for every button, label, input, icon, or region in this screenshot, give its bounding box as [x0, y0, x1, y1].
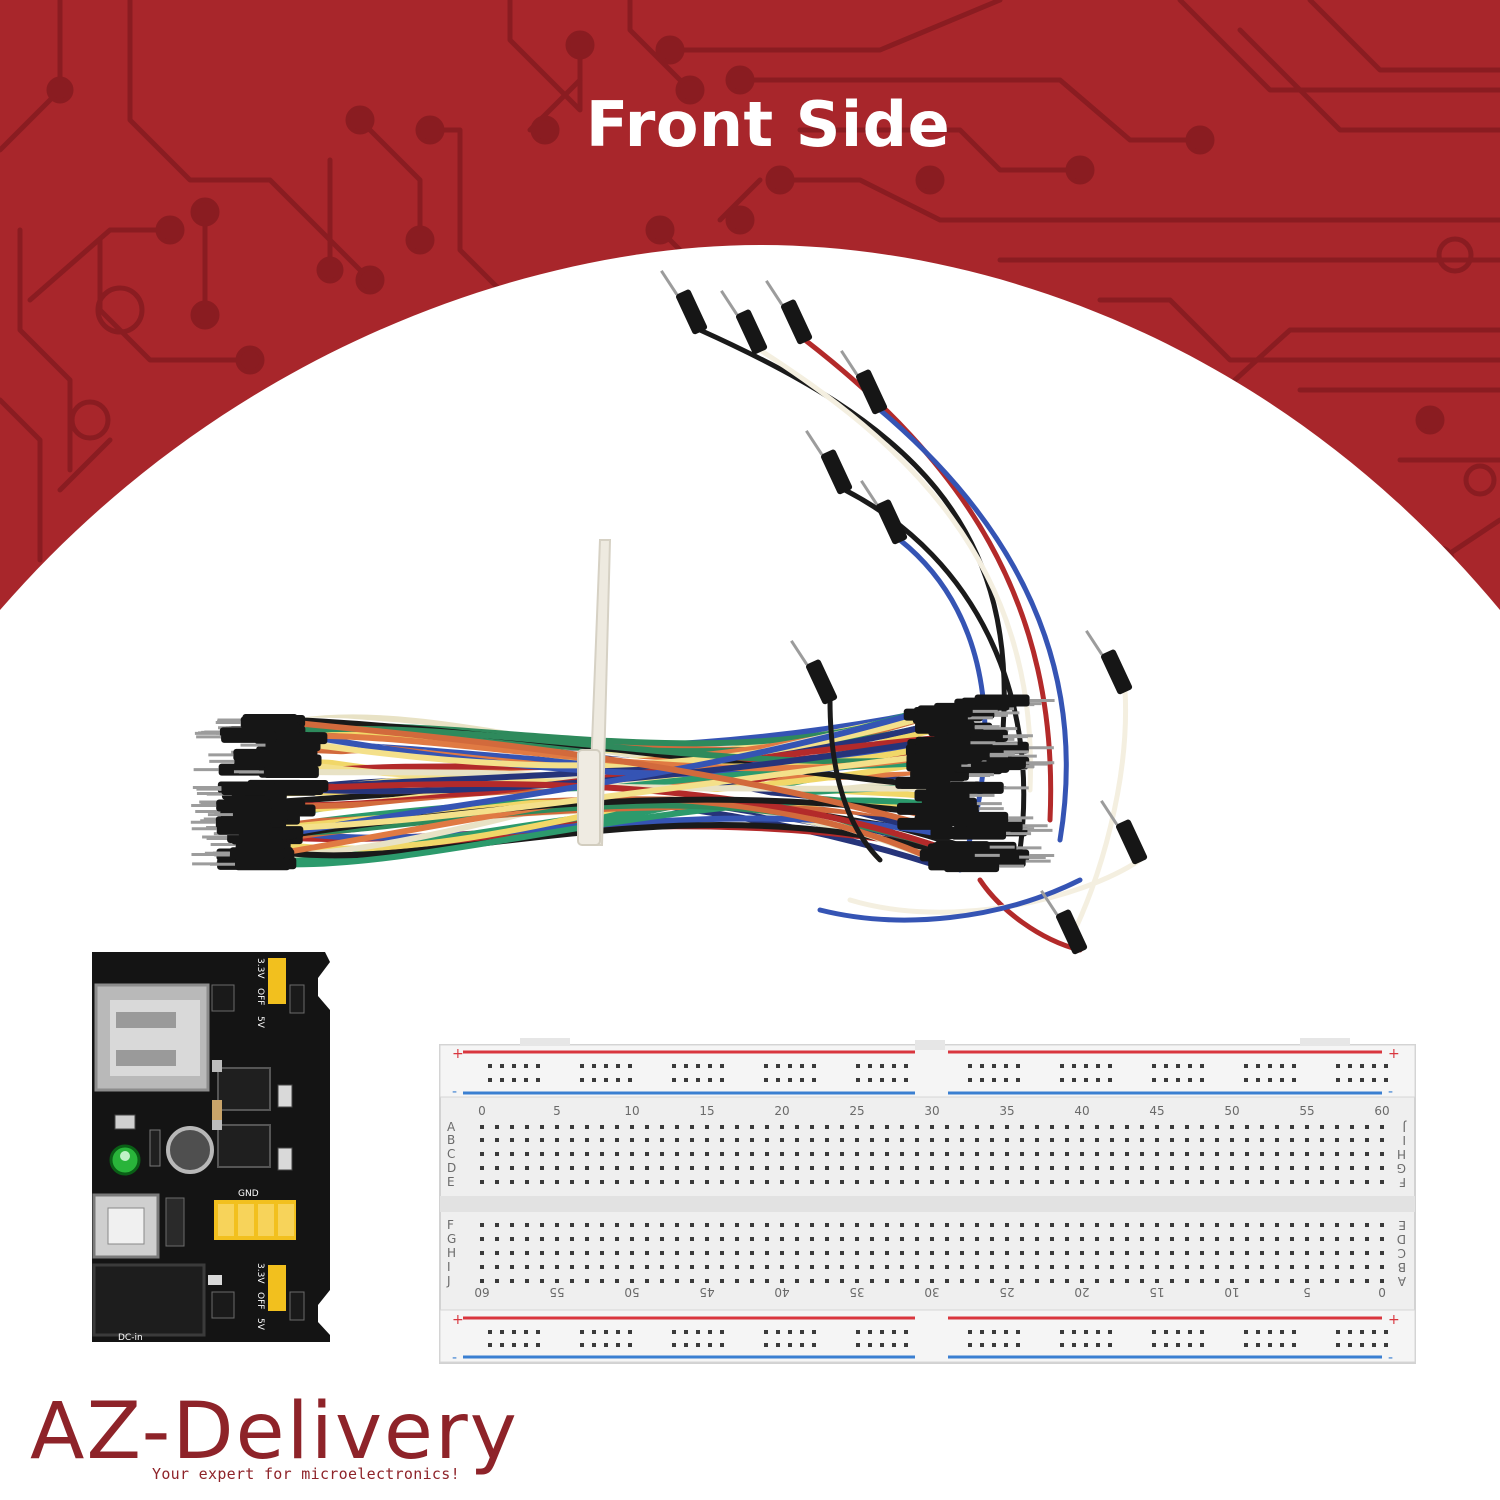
- row-letter: G: [447, 1232, 456, 1246]
- row-letter: I: [1402, 1133, 1406, 1147]
- rail-sign: +: [1388, 1312, 1400, 1328]
- row-letter: D: [447, 1161, 456, 1175]
- rail-sign: -: [452, 1350, 457, 1366]
- row-letter: J: [446, 1274, 451, 1288]
- column-number-bottom: 45: [699, 1285, 714, 1299]
- column-number-top: 15: [699, 1104, 714, 1118]
- svg-text:5V: 5V: [255, 1318, 265, 1331]
- column-number-bottom: 40: [774, 1285, 789, 1299]
- row-letter: C: [1398, 1246, 1406, 1260]
- column-number-bottom: 35: [849, 1285, 864, 1299]
- column-number-top: 0: [478, 1104, 486, 1118]
- cable-tie: [577, 539, 612, 846]
- column-number-bottom: 10: [1224, 1285, 1239, 1299]
- row-letter: I: [447, 1260, 451, 1274]
- row-letter: B: [1398, 1260, 1406, 1274]
- svg-text:DC-in: DC-in: [118, 1333, 143, 1343]
- column-number-top: 55: [1299, 1104, 1314, 1118]
- row-letter: B: [447, 1133, 455, 1147]
- column-number-top: 30: [924, 1104, 939, 1118]
- brand-logo: AZ-Delivery Your expert for microelectro…: [30, 1387, 517, 1485]
- column-number-bottom: 25: [999, 1285, 1014, 1299]
- column-number-bottom: 0: [1378, 1285, 1386, 1299]
- brand-name: AZ-Delivery: [30, 1387, 519, 1477]
- column-number-top: 5: [553, 1104, 561, 1118]
- column-number-top: 45: [1149, 1104, 1164, 1118]
- column-number-top: 60: [1374, 1104, 1389, 1118]
- column-number-top: 35: [999, 1104, 1014, 1118]
- column-number-bottom: 30: [924, 1285, 939, 1299]
- row-letter: F: [1399, 1175, 1406, 1189]
- column-number-top: 40: [1074, 1104, 1089, 1118]
- svg-text:GND: GND: [238, 1189, 259, 1199]
- row-letter: F: [447, 1218, 454, 1232]
- power-module-labels: 3.3V OFF 5V GND 3.3V OFF 5V DC-in: [118, 958, 265, 1343]
- column-number-bottom: 5: [1303, 1285, 1311, 1299]
- row-letter: H: [447, 1246, 456, 1260]
- row-letter: G: [1397, 1161, 1406, 1175]
- rail-sign: -: [1388, 1350, 1393, 1366]
- svg-text:OFF: OFF: [255, 1292, 265, 1309]
- column-number-bottom: 50: [624, 1285, 639, 1299]
- row-letter: H: [1397, 1147, 1406, 1161]
- row-letter: D: [1397, 1232, 1406, 1246]
- column-number-top: 25: [849, 1104, 864, 1118]
- row-letter: A: [1397, 1274, 1406, 1288]
- svg-text:3.3V: 3.3V: [255, 958, 265, 979]
- svg-text:3.3V: 3.3V: [255, 1263, 265, 1284]
- row-letter: J: [1402, 1120, 1407, 1134]
- column-number-bottom: 15: [1149, 1285, 1164, 1299]
- rail-sign: -: [452, 1084, 457, 1100]
- column-number-bottom: 55: [549, 1285, 564, 1299]
- brand-tagline: Your expert for microelectronics!: [152, 1465, 460, 1483]
- column-number-bottom: 60: [474, 1285, 489, 1299]
- column-number-top: 20: [774, 1104, 789, 1118]
- column-number-top: 50: [1224, 1104, 1239, 1118]
- rail-sign: +: [1388, 1046, 1400, 1062]
- rail-sign: +: [452, 1046, 464, 1062]
- jumper-wire-pins: [190, 269, 1148, 955]
- row-letter: C: [447, 1147, 455, 1161]
- svg-text:5V: 5V: [255, 1016, 265, 1029]
- rail-sign: +: [452, 1312, 464, 1328]
- column-number-bottom: 20: [1074, 1285, 1089, 1299]
- row-letter: E: [447, 1175, 455, 1189]
- column-number-top: 10: [624, 1104, 639, 1118]
- page-title: Front Side: [585, 88, 951, 161]
- power-supply-module: [92, 952, 330, 1342]
- row-letter: A: [447, 1120, 456, 1134]
- row-letter: E: [1398, 1218, 1406, 1232]
- svg-text:OFF: OFF: [255, 988, 265, 1005]
- rail-sign: -: [1388, 1084, 1393, 1100]
